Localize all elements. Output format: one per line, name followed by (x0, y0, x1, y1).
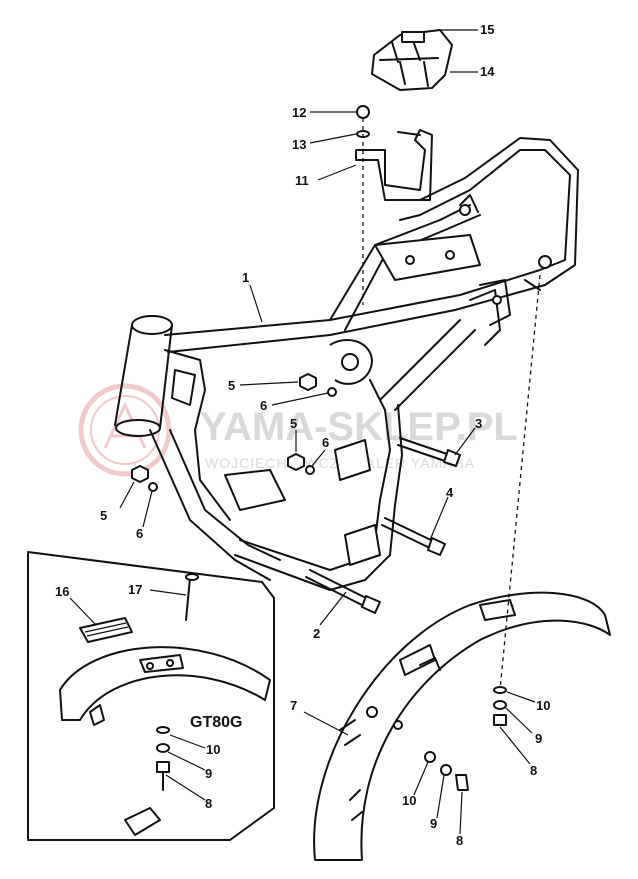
callout-5-upper: 5 (228, 378, 235, 393)
model-label: GT80G (190, 714, 242, 731)
callout-14: 14 (480, 64, 495, 79)
bolt-2-part (305, 569, 381, 614)
callout-10-bottom: 10 (402, 793, 416, 808)
nut-5-left-part (131, 465, 158, 492)
callout-3: 3 (475, 416, 482, 431)
fender-hardware-bottom (424, 751, 469, 791)
fender-guide-line (499, 274, 541, 691)
callout-15: 15 (480, 22, 494, 37)
callout-2: 2 (313, 626, 320, 641)
callout-9-inset: 9 (205, 766, 212, 781)
callout-8-inset: 8 (205, 796, 212, 811)
bracket-part (355, 129, 433, 201)
callout-7: 7 (290, 698, 297, 713)
gt80g-inset-box (27, 551, 275, 841)
bolt-4-part (381, 517, 446, 556)
nut-5-upper-part (299, 373, 337, 397)
callout-6-left: 6 (136, 526, 143, 541)
callout-5-left: 5 (100, 508, 107, 523)
main-frame-part (114, 137, 579, 591)
callout-6-middle: 6 (322, 435, 329, 450)
callout-4: 4 (446, 485, 454, 500)
callout-6-upper: 6 (260, 398, 267, 413)
callout-1: 1 (242, 270, 249, 285)
callout-8-right: 8 (530, 763, 537, 778)
callout-17: 17 (128, 582, 142, 597)
callout-8-bottom: 8 (456, 833, 463, 848)
nut-5-middle-part (287, 453, 315, 475)
fender-hardware-right (493, 686, 507, 726)
front-fender-part (313, 591, 611, 861)
callout-10-right: 10 (536, 698, 550, 713)
taillight-part (371, 29, 453, 91)
callout-16: 16 (55, 584, 69, 599)
callout-10-inset: 10 (206, 742, 220, 757)
callout-13: 13 (292, 137, 306, 152)
callout-5-middle: 5 (290, 416, 297, 431)
callout-9-bottom: 9 (430, 816, 437, 831)
callout-9-right: 9 (535, 731, 542, 746)
callout-12: 12 (292, 105, 306, 120)
leader-lines (69, 29, 536, 835)
callout-labels: 1 2 3 4 5 5 5 6 6 6 7 8 8 8 9 9 9 10 10 … (55, 22, 550, 848)
callout-11: 11 (295, 173, 309, 188)
